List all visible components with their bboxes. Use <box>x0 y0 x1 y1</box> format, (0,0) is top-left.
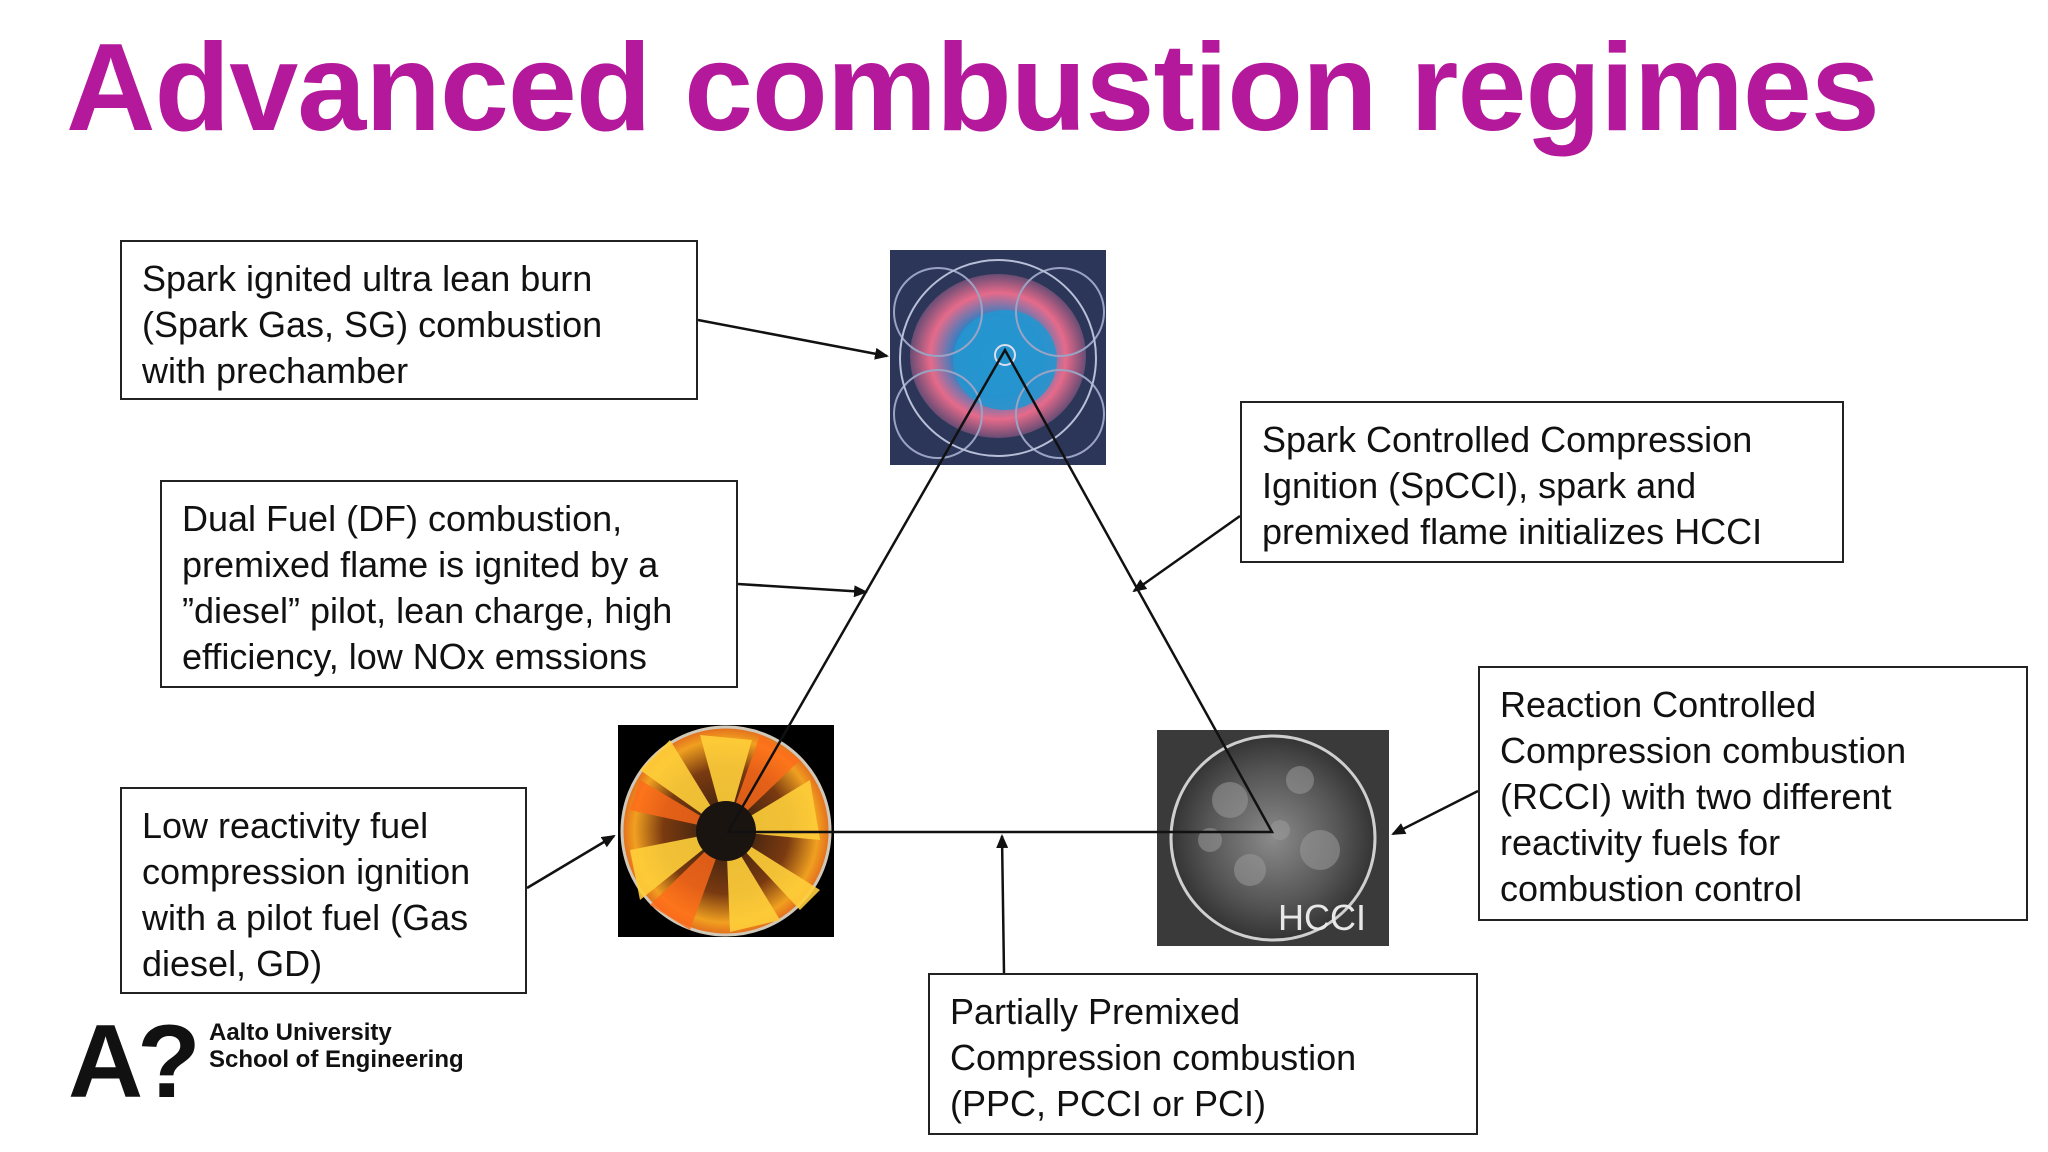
box-line: premixed flame is ignited by a <box>182 544 659 585</box>
box-line: diesel, GD) <box>142 943 323 984</box>
arrow-rcci <box>1391 789 1479 836</box>
box-line: Compression combustion <box>950 1037 1357 1078</box>
spark-gas-image <box>890 250 1106 465</box>
logo-university: Aalto University <box>209 1019 392 1046</box>
box-line: Spark ignited ultra lean burn <box>142 258 593 299</box>
box-dual-fuel: Dual Fuel (DF) combustion, premixed flam… <box>160 480 738 688</box>
box-line: Compression combustion <box>1500 730 1907 771</box>
box-line: Reaction Controlled <box>1500 684 1817 725</box>
hcci-image: HCCI <box>1157 730 1389 946</box>
hcci-label: HCCI <box>1278 897 1366 938</box>
box-line: (PPC, PCCI or PCI) <box>950 1083 1267 1124</box>
logo-text: Aalto University School of Engineering <box>209 1019 464 1073</box>
box-spcci: Spark Controlled Compression Ignition (S… <box>1240 401 1844 563</box>
box-line: with a pilot fuel (Gas <box>142 897 469 938</box>
dual-fuel-flame-image <box>618 725 834 937</box>
box-ppc: Partially Premixed Compression combustio… <box>928 973 1478 1135</box>
slide-title: Advanced combustion regimes <box>66 19 1880 157</box>
logo-school: School of Engineering <box>209 1046 464 1073</box>
box-line: compression ignition <box>142 851 471 892</box>
arrow-spcci <box>1132 514 1241 593</box>
box-line: premixed flame initializes HCCI <box>1262 511 1763 552</box>
box-line: Ignition (SpCCI), spark and <box>1262 465 1697 506</box>
arrow-df <box>737 582 868 598</box>
box-line: Partially Premixed <box>950 991 1241 1032</box>
box-line: reactivity fuels for <box>1500 822 1781 863</box>
box-gas-diesel: Low reactivity fuel compression ignition… <box>120 787 527 994</box>
box-line: combustion control <box>1500 868 1803 909</box>
box-spark-gas: Spark ignited ultra lean burn (Spark Gas… <box>120 240 698 400</box>
box-line: (RCCI) with two different <box>1500 776 1892 817</box>
box-line: Low reactivity fuel <box>142 805 429 846</box>
box-line: Spark Controlled Compression <box>1262 419 1753 460</box>
arrow-gd <box>526 834 616 890</box>
box-line: ”diesel” pilot, lean charge, high <box>182 590 673 631</box>
box-line: (Spark Gas, SG) combustion <box>142 304 603 345</box>
box-line: with prechamber <box>142 350 409 391</box>
box-rcci: Reaction Controlled Compression combusti… <box>1478 666 2028 921</box>
box-line: Dual Fuel (DF) combustion, <box>182 498 623 539</box>
arrow-sg <box>697 318 889 360</box>
aalto-logo-icon: A? <box>68 1004 201 1120</box>
arrow-ppc <box>996 834 1009 974</box>
box-line: efficiency, low NOx emssions <box>182 636 647 677</box>
